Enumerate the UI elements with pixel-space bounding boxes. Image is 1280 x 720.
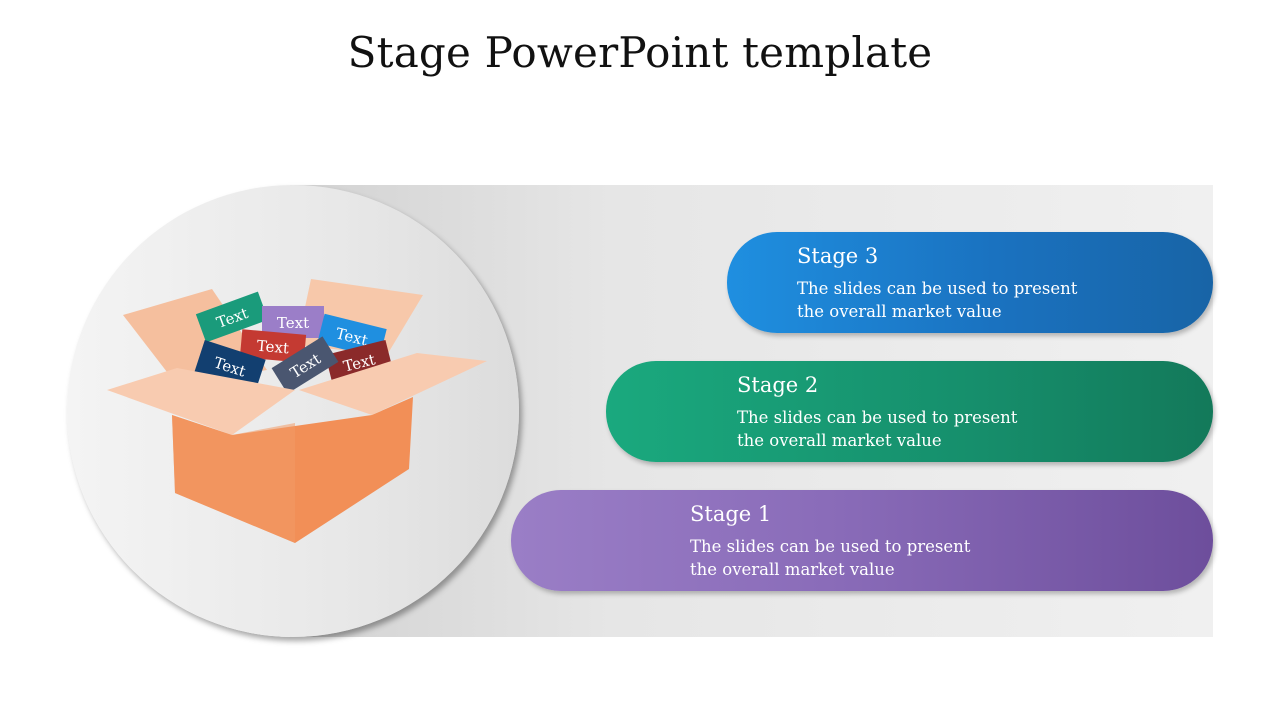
stage-2-description: The slides can be used to present the ov… <box>737 408 1018 450</box>
stage-1-description: The slides can be used to present the ov… <box>690 537 971 579</box>
svg-text:Text: Text <box>256 337 290 358</box>
box-circle <box>67 185 519 637</box>
stage-3-description: The slides can be used to present the ov… <box>797 279 1078 321</box>
text-card: Text <box>239 329 307 363</box>
stage-2-pill: Stage 2 The slides can be used to presen… <box>606 361 1213 462</box>
stage-2-heading: Stage 2 <box>737 373 819 397</box>
box-flap-front-right <box>299 353 487 415</box>
stage-1-pill: Stage 1 The slides can be used to presen… <box>511 490 1213 591</box>
open-box-illustration: Text Text Text Text Text Text Text <box>107 279 487 543</box>
slide-title: Stage PowerPoint template <box>347 28 933 77</box>
text-card: Text <box>195 291 269 343</box>
stage-3-pill: Stage 3 The slides can be used to presen… <box>727 232 1213 333</box>
stage-1-heading: Stage 1 <box>690 502 772 526</box>
box-flap-front-left <box>107 368 295 435</box>
stage-3-heading: Stage 3 <box>797 244 879 268</box>
svg-text:Text: Text <box>277 314 309 332</box>
